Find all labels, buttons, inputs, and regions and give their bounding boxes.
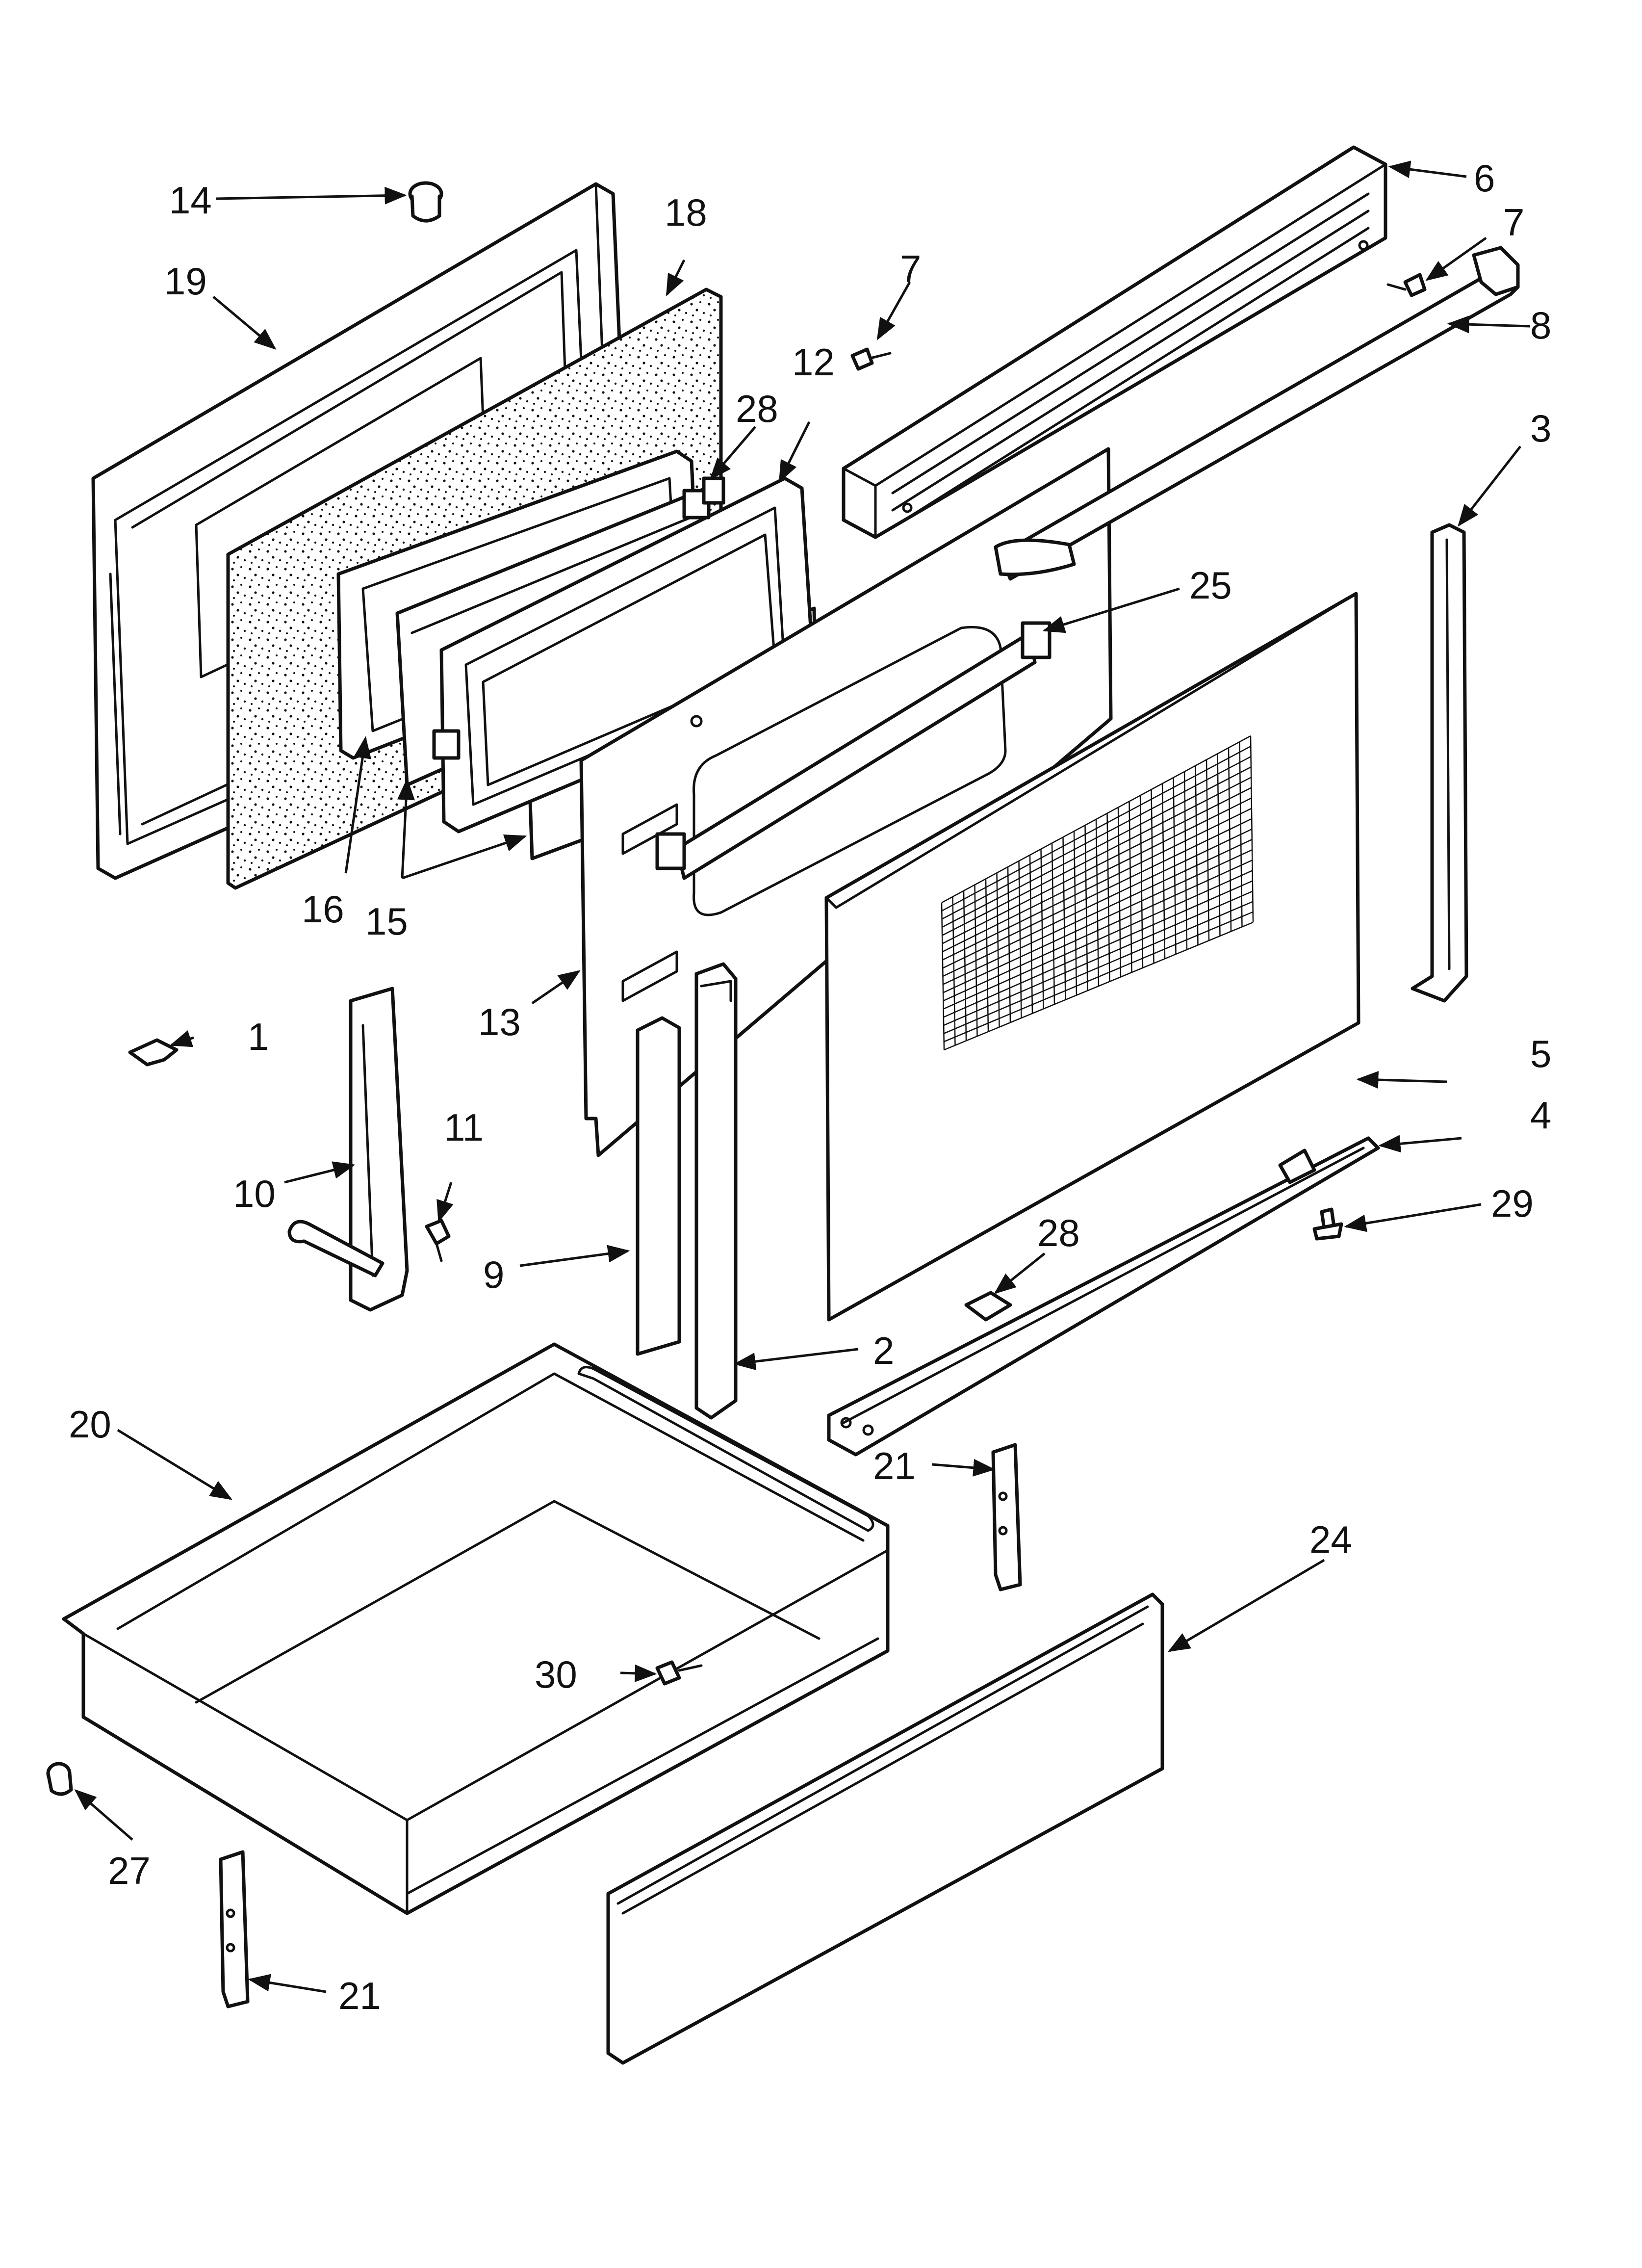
callout-21-lower: 21 (338, 1974, 381, 2017)
callout-29: 29 (1491, 1182, 1534, 1225)
callout-13: 13 (478, 1000, 521, 1043)
callout-10: 10 (233, 1172, 276, 1215)
part-7-screw-left (850, 347, 892, 371)
leader-lines (74, 160, 1531, 1993)
callout-7-left: 7 (900, 247, 921, 290)
part-4-door-bottom-rail (827, 1136, 1380, 1457)
part-5-outer-door-panel (824, 592, 1360, 1322)
callout-12: 12 (792, 340, 835, 384)
part-7-screw-right (1386, 273, 1427, 297)
part-21-drawer-slide-upper (991, 1443, 1022, 1591)
callout-2: 2 (873, 1329, 894, 1372)
part-11-screw (425, 1219, 451, 1262)
part-6-control-panel-trim (842, 145, 1387, 539)
part-9-door-side-spacer (636, 1016, 681, 1356)
part-24-drawer-front-panel (606, 1592, 1164, 2065)
callout-4: 4 (1530, 1094, 1551, 1137)
door-window-mesh (941, 735, 1254, 1051)
callout-labels: 14 19 18 28 12 7 6 7 8 3 25 5 4 29 28 2 … (69, 156, 1551, 2017)
callout-30: 30 (535, 1653, 577, 1696)
callout-11: 11 (444, 1106, 484, 1149)
part-25-handle-bracket (655, 621, 1052, 880)
callout-24: 24 (1309, 1518, 1352, 1561)
part-1-clip (128, 1038, 179, 1067)
part-21-drawer-slide-lower (219, 1850, 250, 2008)
callout-6: 6 (1474, 156, 1495, 200)
callout-3: 3 (1530, 407, 1551, 450)
part-28-clip-lower (964, 1291, 1012, 1322)
callout-20: 20 (69, 1403, 111, 1446)
part-29-screw (1312, 1207, 1343, 1241)
part-2-door-side-rail (694, 962, 738, 1420)
callout-25: 25 (1189, 564, 1232, 607)
part-14-door-bumper (408, 181, 443, 223)
callout-28-lower: 28 (1037, 1211, 1080, 1254)
callout-19: 19 (164, 260, 207, 303)
part-3-door-side-trim (1411, 523, 1468, 1003)
callout-21-upper: 21 (873, 1444, 916, 1487)
part-20-drawer-body (62, 1342, 890, 1915)
callout-14: 14 (169, 179, 212, 222)
callout-5: 5 (1530, 1032, 1551, 1075)
part-30-screw (655, 1660, 703, 1686)
callout-28-upper: 28 (736, 387, 778, 430)
part-8-door-handle (994, 246, 1520, 581)
part-28-clip-upper (702, 476, 725, 505)
callout-16: 16 (302, 887, 344, 931)
part-10-door-hinge (287, 987, 409, 1312)
callout-15: 15 (365, 900, 408, 943)
callout-9: 9 (483, 1253, 504, 1296)
callout-1: 1 (248, 1015, 269, 1058)
callout-8: 8 (1530, 304, 1551, 347)
callout-27: 27 (108, 1849, 151, 1892)
callout-18: 18 (665, 191, 707, 234)
callout-7-right: 7 (1503, 201, 1524, 244)
part-27-drawer-bumper (46, 1762, 73, 1796)
